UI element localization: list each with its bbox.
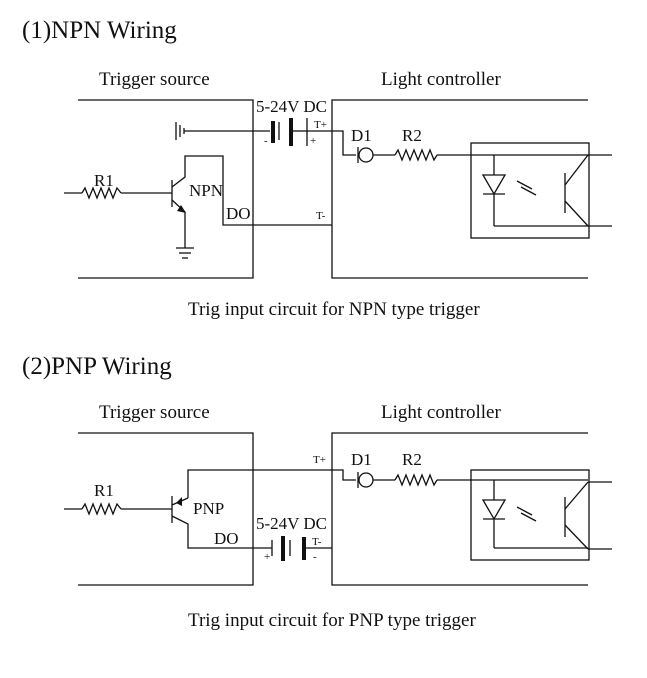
npn-optocoupler-icon [470,142,612,239]
pnp-tplus-wire [187,469,356,498]
pnp-d1-label: D1 [351,450,372,469]
npn-tplus-wire [307,130,356,156]
npn-light-controller-box [331,99,588,279]
pnp-d1-diode-icon [357,472,374,488]
npn-transistor-label: NPN [189,181,223,200]
npn-t-plus-label: T+ [314,119,327,131]
pnp-transistor-label: PNP [193,499,224,518]
pnp-battery-icon [271,536,306,561]
pnp-r2-label: R2 [402,450,422,469]
pnp-section: (2)PNP Wiring Trigger source Light contr… [22,353,612,631]
pnp-r2-resistor-icon [394,473,438,487]
npn-r2-label: R2 [402,126,422,145]
npn-t-plus-sign: + [310,135,316,147]
npn-do-label: DO [226,204,251,223]
npn-r1-resistor-icon [64,186,172,200]
pnp-t-plus-label: T+ [313,454,326,466]
pnp-t-minus-label: T- [312,536,322,548]
npn-supply-label: 5-24V DC [256,97,327,116]
pnp-light-controller-box [331,432,588,586]
npn-trigger-source-box [78,99,254,279]
npn-t-minus-label: T- [316,210,326,222]
npn-section-title: (1)NPN Wiring [22,17,177,44]
npn-section: (1)NPN Wiring Trigger source Light contr… [22,17,612,320]
pnp-caption: Trig input circuit for PNP type trigger [188,610,476,631]
npn-d1-label: D1 [351,126,372,145]
npn-ground-icon [175,122,185,140]
npn-battery-minus: - [264,135,268,147]
pnp-light-controller-label: Light controller [381,402,501,423]
npn-r2-resistor-icon [394,148,438,162]
pnp-do-label: DO [214,529,239,548]
pnp-trigger-source-box [78,432,254,586]
npn-light-controller-label: Light controller [381,69,501,90]
pnp-section-title: (2)PNP Wiring [22,353,172,380]
pnp-r1-resistor-icon [64,502,172,516]
pnp-trigger-source-label: Trigger source [99,402,210,423]
pnp-supply-label: 5-24V DC [256,514,327,533]
npn-trigger-source-label: Trigger source [99,69,210,90]
pnp-r1-label: R1 [94,481,114,500]
npn-caption: Trig input circuit for NPN type trigger [188,299,480,320]
npn-battery-icon [271,118,293,146]
pnp-optocoupler-icon [470,469,612,561]
npn-d1-diode-icon [357,147,374,163]
npn-r1-label: R1 [94,171,114,190]
npn-transistor-icon [171,155,332,259]
pnp-battery-minus: - [313,551,317,563]
pnp-battery-plus: + [264,551,270,563]
pnp-transistor-icon [171,496,272,549]
